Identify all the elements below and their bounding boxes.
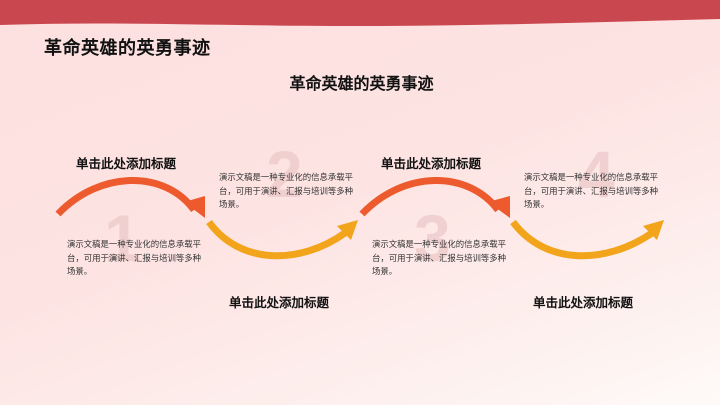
arrow-3-icon <box>359 177 510 218</box>
step-1-title[interactable]: 单击此处添加标题 <box>76 156 177 171</box>
arrow-1-icon <box>55 177 205 218</box>
step-1-description: 演示文稿是一种专业化的信息承载平台，可用于演讲、汇报与培训等多种场景。 <box>67 239 201 276</box>
step-4-title[interactable]: 单击此处添加标题 <box>533 295 634 310</box>
step-number-1: 1 <box>104 201 141 275</box>
top-decorative-band <box>0 0 720 26</box>
step-3-description: 演示文稿是一种专业化的信息承载平台，可用于演讲、汇报与培训等多种场景。 <box>372 239 506 276</box>
step-number-4: 4 <box>578 137 615 211</box>
arrow-4-icon <box>510 219 664 260</box>
arrow-2-icon <box>206 219 358 260</box>
step-2-description: 演示文稿是一种专业化的信息承载平台，可用于演讲、汇报与培训等多种场景。 <box>219 172 353 209</box>
step-3-title[interactable]: 单击此处添加标题 <box>381 156 482 171</box>
corner-title: 革命英雄的英勇事迹 <box>44 38 211 59</box>
step-number-2: 2 <box>266 137 303 211</box>
step-number-3: 3 <box>414 201 451 275</box>
page-title: 革命英雄的英勇事迹 <box>0 70 720 94</box>
page-title-text: 革命英雄的英勇事迹 <box>289 74 434 93</box>
step-4-description: 演示文稿是一种专业化的信息承载平台，可用于演讲、汇报与培训等多种场景。 <box>524 172 658 209</box>
step-2-title[interactable]: 单击此处添加标题 <box>229 295 330 310</box>
